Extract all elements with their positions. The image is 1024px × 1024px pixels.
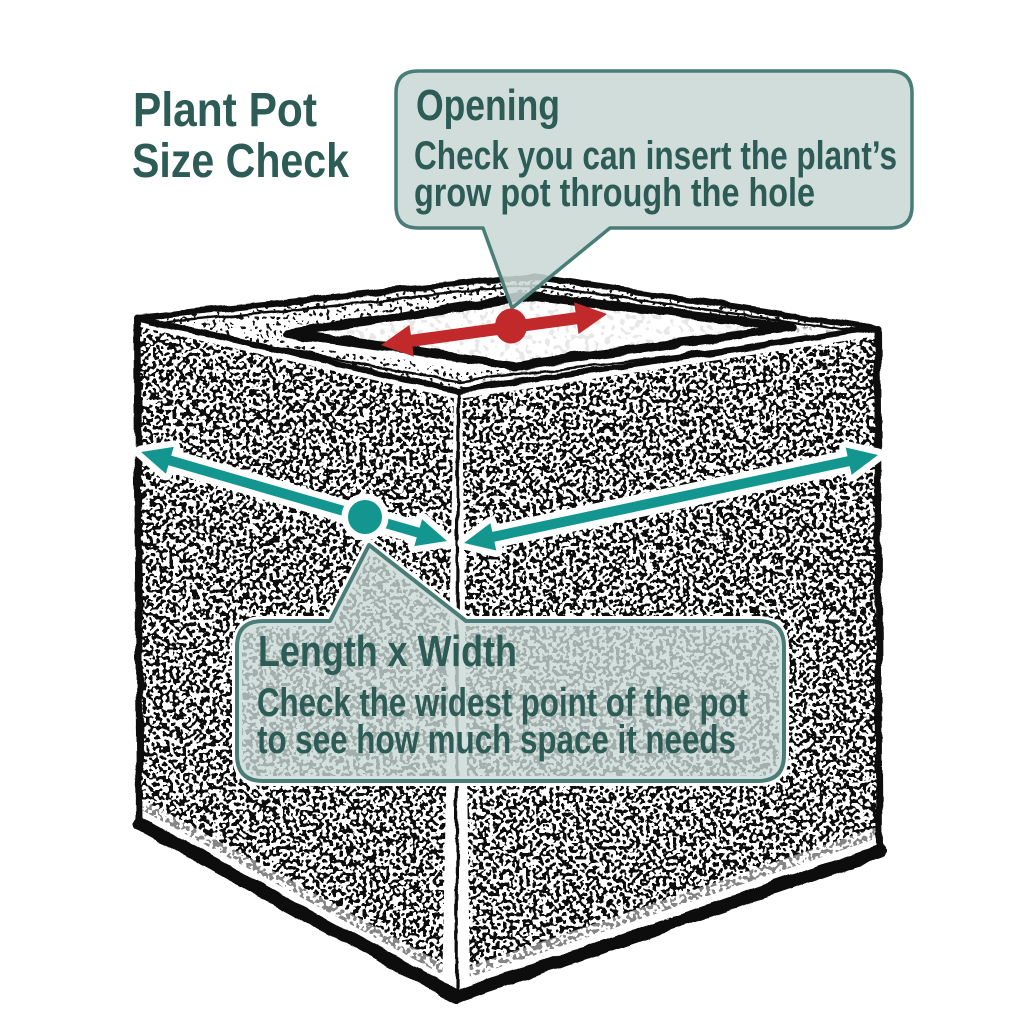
svg-text:Check you can insert the plant: Check you can insert the plant’s <box>414 134 897 178</box>
svg-text:Size Check: Size Check <box>132 134 350 188</box>
svg-text:to see how much space it needs: to see how much space it needs <box>257 718 736 762</box>
svg-text:Check the widest point of the: Check the widest point of the pot <box>257 681 748 725</box>
svg-text:Opening: Opening <box>416 81 560 130</box>
svg-text:Length x Width: Length x Width <box>258 627 517 676</box>
svg-text:grow pot through the hole: grow pot through the hole <box>414 171 815 215</box>
svg-text:Plant Pot: Plant Pot <box>133 83 317 137</box>
